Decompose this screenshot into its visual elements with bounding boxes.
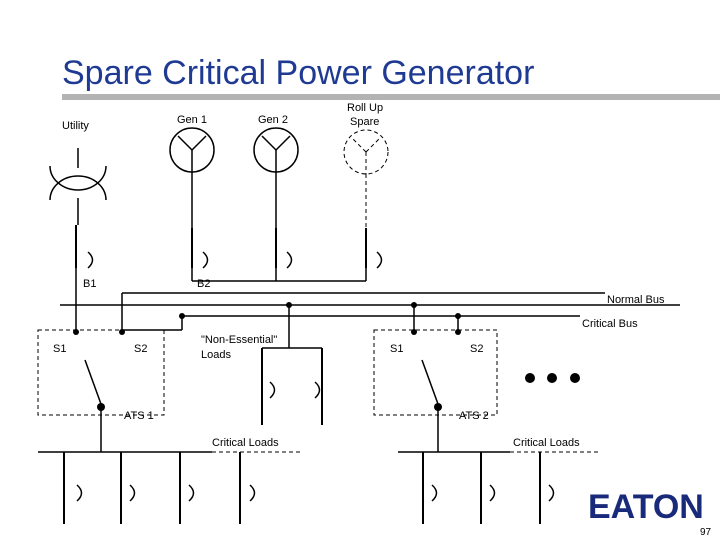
ats1-s1-contact <box>73 329 79 335</box>
ats2-s2-label: S2 <box>470 343 483 355</box>
page-title: Spare Critical Power Generator <box>62 54 534 92</box>
spare-generator-icon <box>343 129 389 175</box>
non-essential-label-line2: Loads <box>201 349 231 361</box>
breaker-gen2 <box>275 228 293 269</box>
gen2-generator-icon <box>253 127 299 173</box>
non-essential-breaker-2 <box>314 348 323 425</box>
ats1-load-breaker-3 <box>179 452 195 524</box>
title-underline <box>62 94 720 100</box>
critical-bus-label: Critical Bus <box>582 318 638 330</box>
ats2-load-breaker-1 <box>422 452 438 524</box>
ats2-load-breaker-2 <box>480 452 496 524</box>
ats1-load-breaker-1 <box>63 452 83 524</box>
ats1-load-breaker-4 <box>239 452 256 524</box>
non-essential-breaker-1 <box>261 348 276 425</box>
spare-label-line1: Roll Up <box>347 102 383 114</box>
utility-transformer-icon <box>49 148 107 225</box>
gen1-label: Gen 1 <box>177 114 207 126</box>
gen2-label: Gen 2 <box>258 114 288 126</box>
breaker-b1-label: B1 <box>83 278 96 290</box>
ats1-name: ATS 1 <box>124 410 154 422</box>
ats1-critical-loads-label: Critical Loads <box>212 437 279 449</box>
ats1-load-breaker-2 <box>120 452 136 524</box>
ats2-switch-arm <box>421 359 439 405</box>
ats2-name: ATS 2 <box>459 410 489 422</box>
ats1-s1-label: S1 <box>53 343 66 355</box>
ats2-s1-label: S1 <box>390 343 403 355</box>
breaker-b1 <box>75 225 94 269</box>
breaker-b2-label: B2 <box>197 278 210 290</box>
gen1-generator-icon <box>169 127 215 173</box>
ats1-s2-contact <box>119 329 125 335</box>
non-essential-label-line1: "Non-Essential" <box>201 334 277 346</box>
ats2-s2-contact <box>455 329 461 335</box>
eaton-logo: EATON <box>588 488 704 526</box>
page-number: 97 <box>700 527 712 538</box>
ats2-load-breaker-3 <box>539 452 555 524</box>
ats2-critical-loads-label: Critical Loads <box>513 437 580 449</box>
breaker-b2-gen1 <box>191 228 209 269</box>
ats2-enclosure <box>373 329 498 416</box>
ats2-s1-contact <box>411 329 417 335</box>
more-ellipsis-icon <box>525 373 580 383</box>
utility-label: Utility <box>62 120 89 132</box>
ats1-s2-label: S2 <box>134 343 147 355</box>
eaton-logo-text: EATON <box>588 488 704 526</box>
breaker-spare <box>365 228 383 269</box>
ats1-switch-arm <box>84 359 102 405</box>
normal-bus-label: Normal Bus <box>607 294 665 306</box>
spare-label-line2: Spare <box>350 116 379 128</box>
